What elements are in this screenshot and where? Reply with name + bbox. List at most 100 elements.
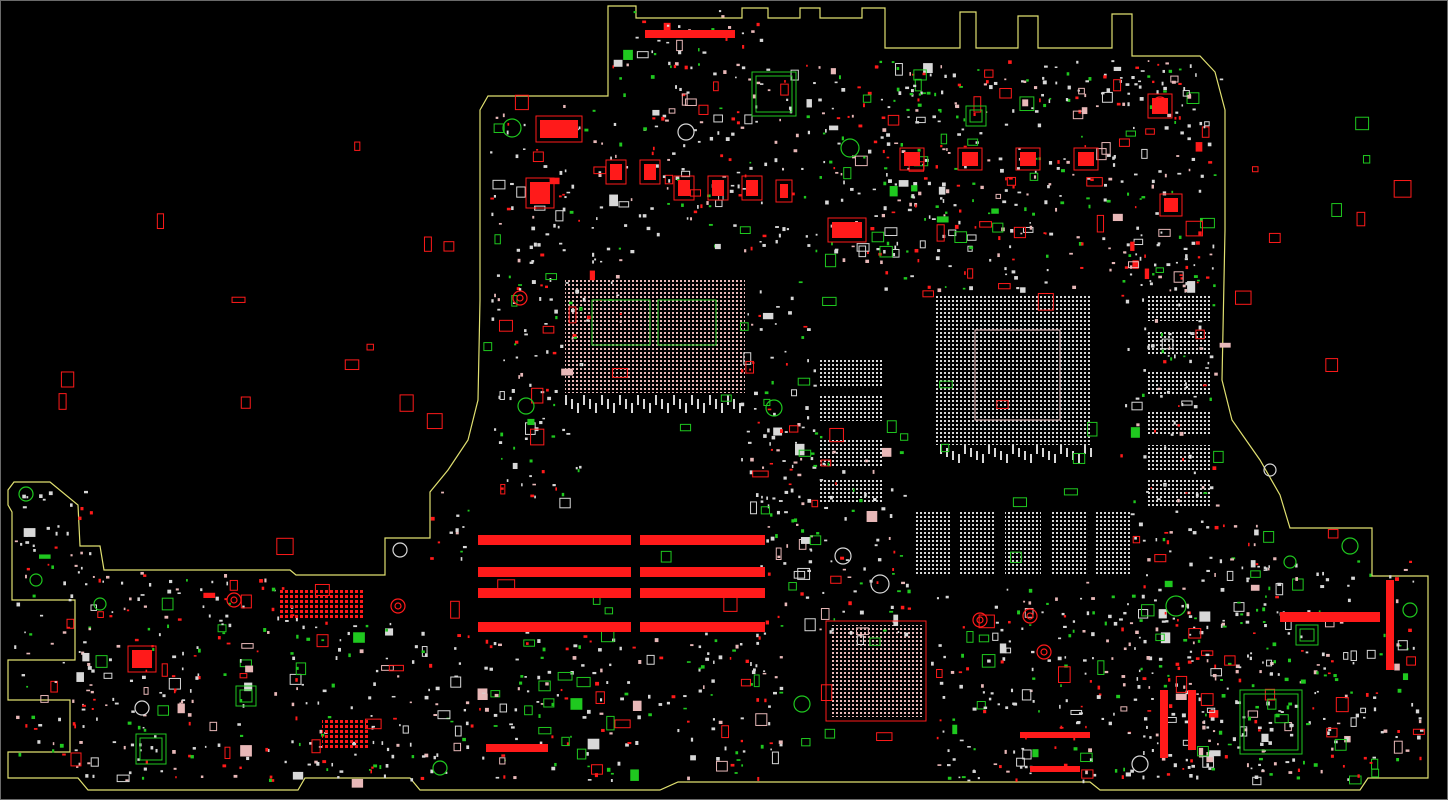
passive-pad bbox=[990, 692, 994, 695]
passive-pad bbox=[900, 605, 905, 610]
passive-pad bbox=[315, 626, 318, 629]
passive-pad bbox=[757, 421, 760, 424]
vrm-chip-pad bbox=[904, 152, 920, 166]
passive-pad bbox=[913, 84, 917, 88]
passive-pad bbox=[513, 776, 517, 780]
passive-pad bbox=[775, 534, 778, 539]
passive-outline bbox=[743, 352, 752, 365]
passive-pad bbox=[1012, 258, 1015, 261]
passive-pad bbox=[1402, 673, 1409, 681]
passive-pad bbox=[1197, 256, 1201, 259]
passive-pad bbox=[1249, 656, 1252, 661]
passive-pad bbox=[758, 636, 761, 640]
passive-pad bbox=[544, 323, 548, 325]
passive-pad bbox=[1133, 698, 1138, 701]
passive-pad bbox=[770, 356, 774, 359]
passive-pad bbox=[264, 578, 267, 583]
passive-pad bbox=[1122, 102, 1126, 106]
passive-pad bbox=[797, 473, 802, 477]
fanout-trace bbox=[625, 399, 627, 409]
passive-pad bbox=[893, 614, 899, 626]
passive-pad bbox=[1171, 80, 1176, 84]
passive-pad bbox=[1061, 612, 1065, 616]
capacitor-outline bbox=[801, 738, 811, 747]
passive-pad bbox=[1220, 587, 1225, 592]
inductor-icon bbox=[1026, 612, 1034, 620]
passive-pad bbox=[857, 192, 861, 195]
passive-pad bbox=[1178, 68, 1182, 71]
passive-pad bbox=[1189, 562, 1193, 567]
passive-pad bbox=[637, 715, 641, 720]
passive-pad bbox=[954, 224, 959, 229]
passive-pad bbox=[915, 204, 917, 208]
passive-pad bbox=[1127, 192, 1130, 196]
passive-pad bbox=[517, 258, 521, 263]
passive-pad bbox=[66, 626, 71, 629]
passive-pad bbox=[467, 635, 470, 639]
passive-pad bbox=[801, 336, 805, 339]
passive-pad bbox=[1162, 537, 1166, 542]
passive-pad bbox=[59, 743, 64, 748]
passive-pad bbox=[1267, 567, 1270, 571]
passive-pad bbox=[204, 745, 207, 748]
passive-pad bbox=[560, 344, 564, 348]
passive-pad bbox=[1148, 656, 1153, 661]
passive-pad bbox=[822, 591, 825, 594]
passive-pad bbox=[776, 449, 780, 452]
passive-pad bbox=[853, 590, 857, 593]
passive-pad bbox=[759, 38, 764, 42]
passive-pad bbox=[1158, 665, 1163, 668]
capacitor-outline bbox=[1362, 155, 1371, 164]
passive-outline bbox=[1182, 90, 1190, 97]
passive-pad bbox=[1059, 195, 1062, 197]
fanout-trace bbox=[667, 403, 669, 413]
passive-pad bbox=[529, 459, 533, 463]
passive-pad bbox=[1380, 731, 1384, 734]
passive-pad bbox=[200, 775, 204, 778]
passive-pad bbox=[1265, 567, 1268, 571]
passive-pad bbox=[564, 697, 569, 700]
dimm-pin-row bbox=[640, 535, 765, 545]
passive-pad bbox=[1397, 688, 1402, 693]
passive-pad bbox=[1206, 763, 1210, 768]
passive-pad bbox=[762, 466, 765, 469]
passive-pad bbox=[944, 286, 947, 288]
passive-pad bbox=[600, 260, 603, 263]
passive-pad bbox=[874, 544, 878, 547]
vrm-chip-pad bbox=[540, 120, 578, 138]
passive-pad bbox=[1129, 622, 1134, 625]
fanout-trace bbox=[946, 448, 948, 457]
passive-pad bbox=[765, 620, 769, 625]
passive-pad bbox=[1142, 539, 1146, 542]
passive-pad bbox=[831, 627, 834, 632]
passive-pad bbox=[1072, 629, 1075, 633]
passive-pad bbox=[129, 679, 134, 683]
passive-pad bbox=[1244, 728, 1248, 732]
passive-outline bbox=[499, 757, 506, 765]
passive-pad bbox=[615, 274, 620, 279]
passive-pad bbox=[70, 503, 73, 507]
passive-pad bbox=[1057, 160, 1060, 164]
passive-pad bbox=[731, 117, 736, 121]
passive-pad bbox=[1127, 92, 1131, 95]
passive-pad bbox=[160, 770, 164, 773]
passive-pad bbox=[1167, 674, 1170, 677]
passive-pad bbox=[598, 648, 602, 652]
passive-outline bbox=[1350, 650, 1357, 662]
passive-pad bbox=[858, 124, 863, 128]
component-outline bbox=[568, 306, 577, 324]
passive-pad bbox=[350, 706, 353, 710]
passive-outline bbox=[289, 673, 302, 685]
passive-pad bbox=[1147, 710, 1152, 712]
passive-pad bbox=[1141, 196, 1146, 199]
passive-pad bbox=[606, 767, 611, 772]
passive-pad bbox=[788, 483, 792, 486]
passive-pad bbox=[677, 728, 680, 733]
capacitor-outline bbox=[739, 226, 751, 235]
passive-pad bbox=[301, 683, 304, 686]
passive-pad bbox=[1206, 625, 1209, 630]
vrm-chip-outline bbox=[827, 217, 867, 243]
passive-pad bbox=[1008, 177, 1013, 180]
passive-pad bbox=[658, 703, 663, 706]
